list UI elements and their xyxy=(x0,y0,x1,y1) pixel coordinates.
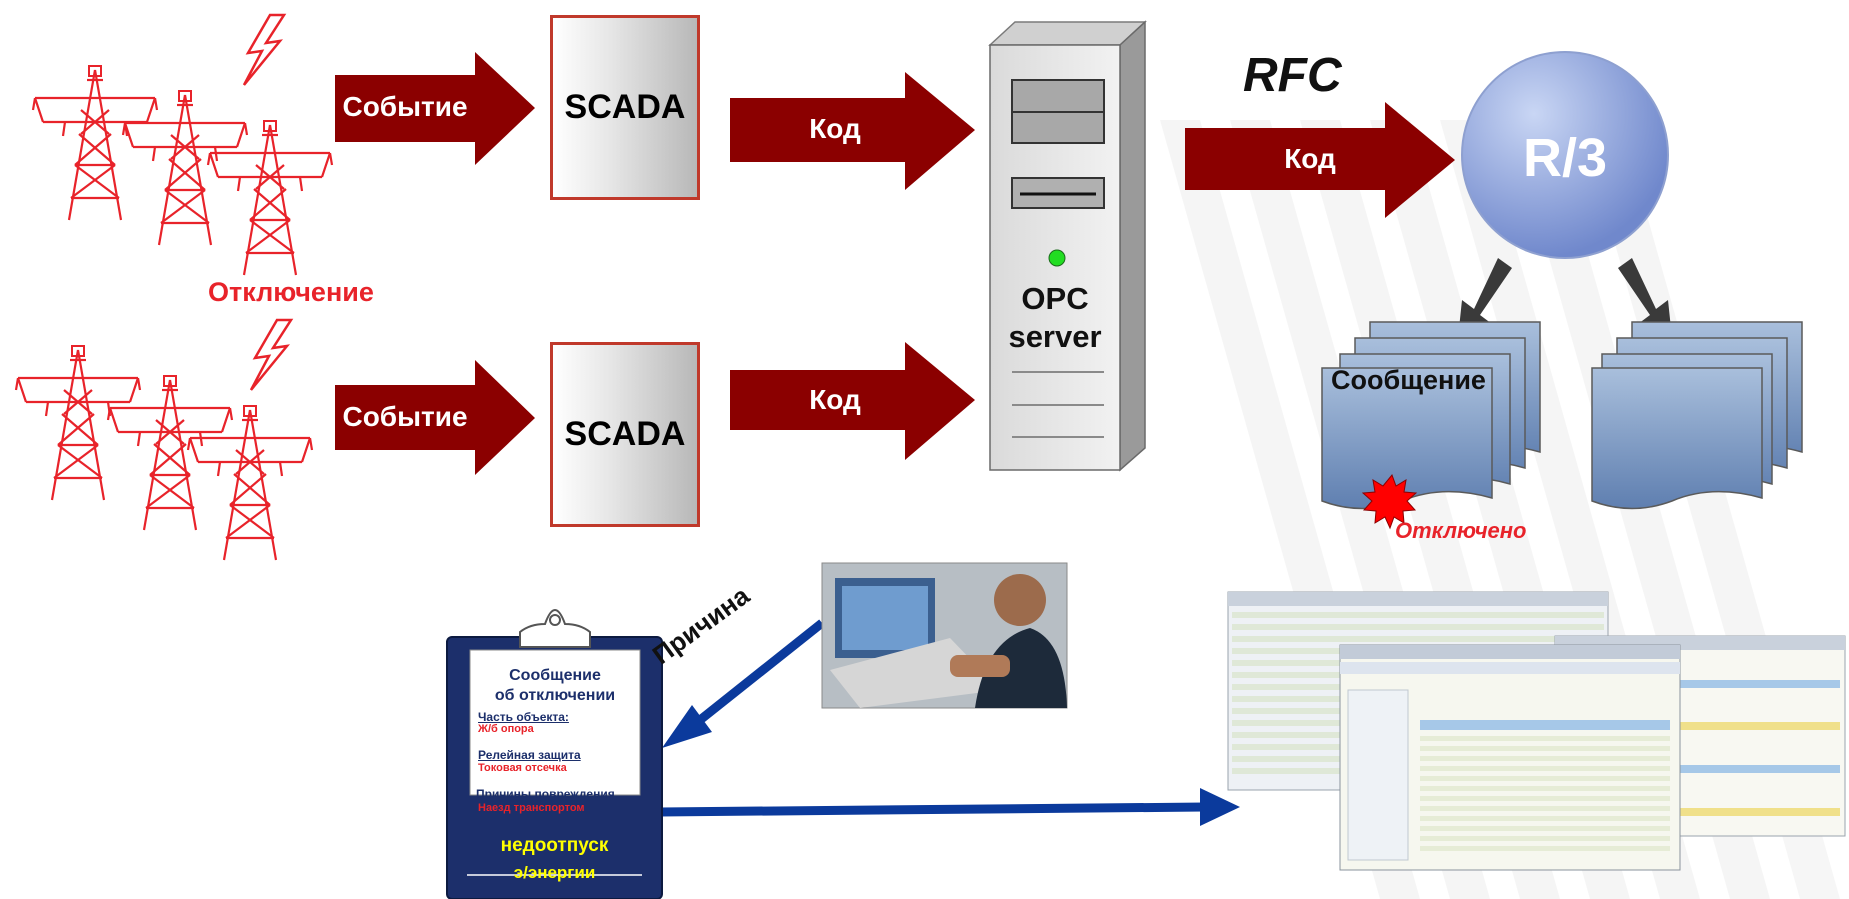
clipboard-title: Сообщение об отключении xyxy=(470,666,640,706)
code-arrow-rfc xyxy=(1185,102,1455,218)
scada-label-bottom: SCADA xyxy=(564,415,686,453)
code-arrow-bottom xyxy=(730,342,975,460)
scada-label-top: SCADA xyxy=(564,88,686,126)
rfc-label: RFC xyxy=(1243,49,1342,102)
scada-box-top: SCADA xyxy=(550,15,700,200)
code-arrow-top xyxy=(730,72,975,190)
footer-line1: недоотпуск xyxy=(500,835,609,856)
background-stripes xyxy=(1160,120,1840,899)
power-tower-group-bottom xyxy=(14,318,314,562)
blue-arrows xyxy=(659,619,1240,826)
operator-photo xyxy=(821,562,1068,709)
message-label: Сообщение xyxy=(1331,365,1486,395)
relay-heading: Релейная защита xyxy=(478,748,581,762)
r3-label: R/3 xyxy=(1522,128,1608,188)
damage-value: Наезд транспортом xyxy=(478,802,585,814)
r3-sphere xyxy=(1461,51,1669,259)
opc-label-line1: OPC xyxy=(1021,281,1089,316)
opc-server-graphic xyxy=(988,20,1147,472)
relay-value: Токовая отсечка xyxy=(478,762,567,774)
code-label-bottom: Код xyxy=(809,384,861,415)
footer-line2: э/энергии xyxy=(513,863,596,882)
r3-output-arrows xyxy=(1458,258,1672,338)
code-label-rfc: Код xyxy=(1284,143,1336,174)
part-value: Ж/б опора xyxy=(478,723,534,735)
code-label-top: Код xyxy=(809,113,861,144)
alert-starburst xyxy=(1361,474,1418,530)
opc-label-line2: server xyxy=(1008,319,1102,354)
clipboard-graphic xyxy=(446,608,663,899)
outage-label: Отключение xyxy=(208,277,374,307)
clipboard-title-line2: об отключении xyxy=(494,687,616,704)
event-arrow-bottom xyxy=(335,360,535,475)
second-document-stack xyxy=(1591,321,1803,510)
event-label-bottom: Событие xyxy=(342,401,468,432)
clipboard-title-line1: Сообщение xyxy=(509,667,601,684)
scada-box-bottom: SCADA xyxy=(550,342,700,527)
opc-server-label: OPC server xyxy=(990,280,1120,356)
event-arrow-top xyxy=(335,52,535,165)
part-heading: Часть объекта: xyxy=(478,710,569,724)
message-document-stack xyxy=(1321,321,1541,510)
event-label-top: Событие xyxy=(342,91,468,122)
damage-heading: Причины повреждения xyxy=(476,787,615,801)
arrows-red xyxy=(335,52,1455,475)
disconnected-label: Отключено xyxy=(1395,518,1527,543)
report-screenshots xyxy=(1227,591,1846,871)
power-tower-group-top xyxy=(31,13,334,277)
